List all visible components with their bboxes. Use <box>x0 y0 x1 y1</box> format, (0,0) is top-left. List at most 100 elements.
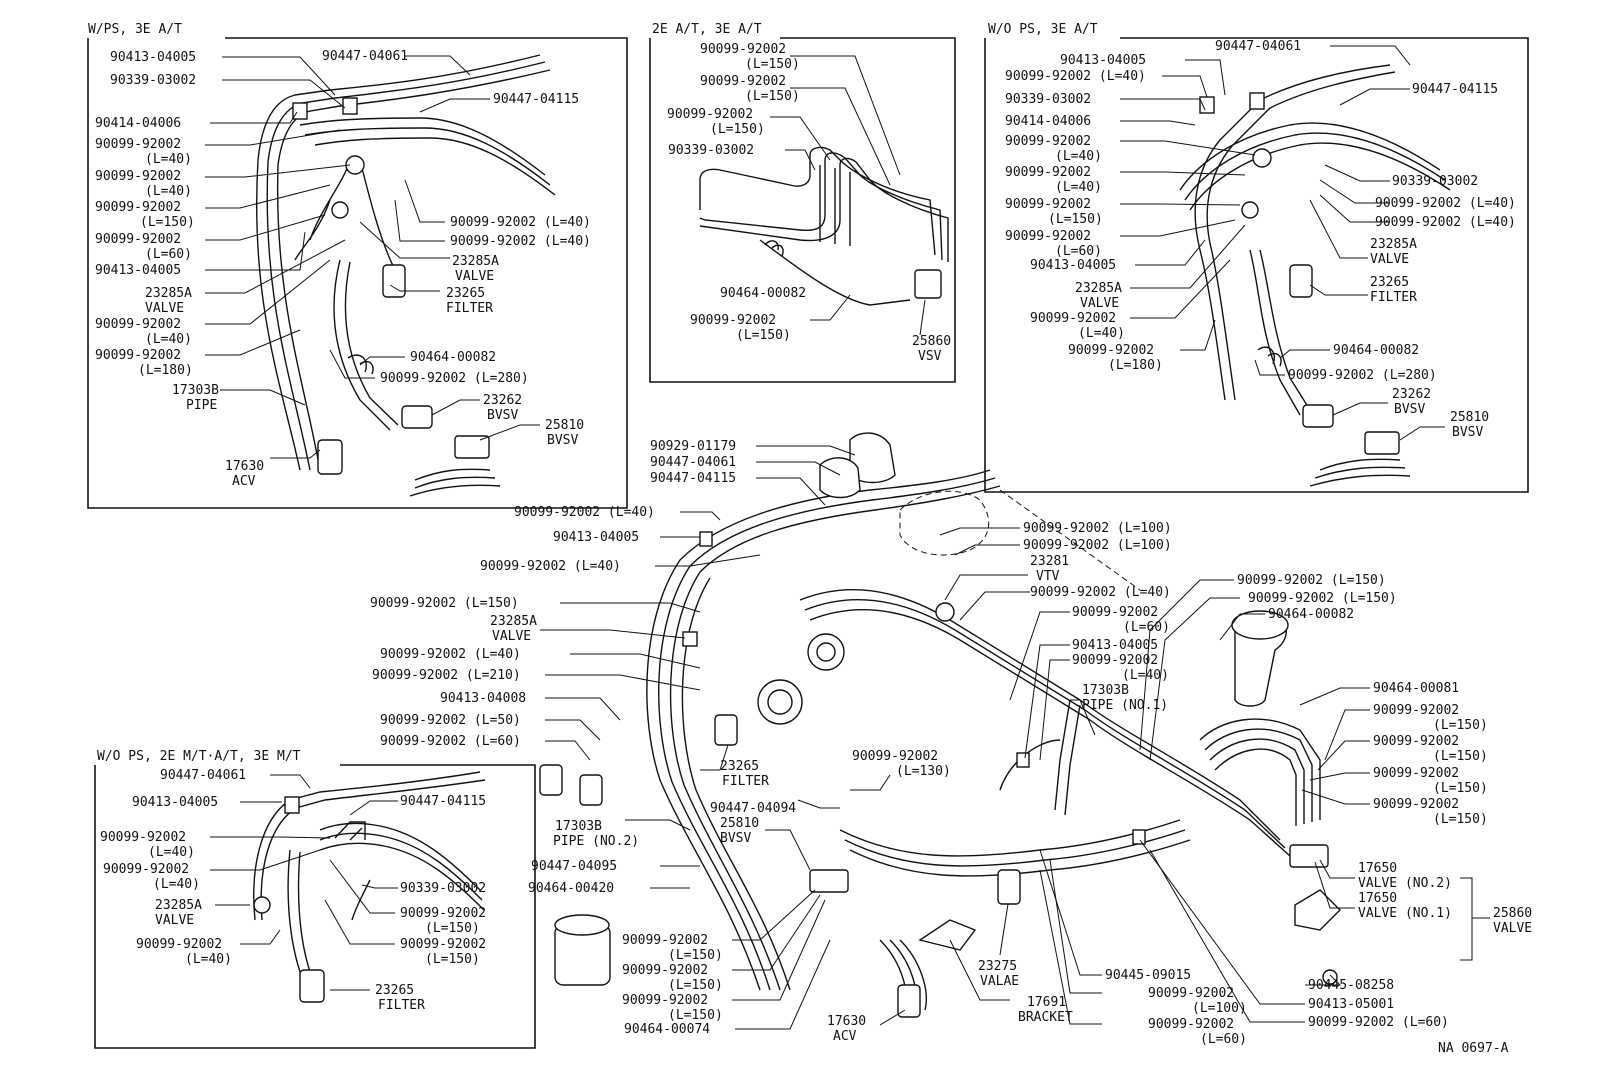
panel-bottom-left-frame <box>94 764 536 1049</box>
part-label: 90447-04115 <box>493 92 579 107</box>
part-label: 90099-92002 <box>400 937 486 952</box>
part-label: 90445-09015 <box>1105 968 1191 983</box>
part-label: (L=150) <box>745 57 800 72</box>
part-label: 23265 <box>1370 275 1409 290</box>
panel-top-left-frame <box>87 37 628 509</box>
part-label: (L=40) <box>185 952 232 967</box>
part-label: 90414-04006 <box>95 116 181 131</box>
part-label: 17303B <box>1082 683 1129 698</box>
part-label: 90099-92002 <box>852 749 938 764</box>
part-label: 90099-92002 (L=40) <box>480 559 621 574</box>
part-label: 17630 <box>225 459 264 474</box>
top-middle-labels: 90099-92002 (L=150) 90099-92002 (L=150) … <box>667 42 951 364</box>
part-label: PIPE (NO.1) <box>1082 698 1168 713</box>
top-right-leaders <box>1120 45 1445 441</box>
part-label: 90099-92002 <box>1072 653 1158 668</box>
bottom-left-leaders <box>210 774 398 991</box>
main-leaders <box>540 445 1490 1030</box>
part-label: 90099-92002 (L=100) <box>1023 521 1172 536</box>
part-label: (L=40) <box>1122 668 1169 683</box>
part-label: 90099-92002 (L=50) <box>380 713 521 728</box>
part-label: (L=150) <box>1048 212 1103 227</box>
part-label: 90447-04095 <box>531 859 617 874</box>
part-label: FILTER <box>378 998 425 1013</box>
figure-code: NA 0697-A <box>1438 1041 1509 1056</box>
part-label: 90099-92002 <box>622 993 708 1008</box>
part-label: FILTER <box>722 774 769 789</box>
panel-top-left-title: W/PS, 3E A/T <box>88 22 182 37</box>
part-label: 23262 <box>483 393 522 408</box>
part-label: BVSV <box>720 831 751 846</box>
part-label: 90099-92002 <box>1005 229 1091 244</box>
part-label: 17303B <box>172 383 219 398</box>
part-label: VALVE (NO.1) <box>1358 906 1452 921</box>
part-label: VALVE <box>492 629 531 644</box>
part-label: (L=60) <box>1200 1032 1247 1047</box>
part-label: (L=40) <box>1078 326 1125 341</box>
part-label: VALVE <box>155 913 194 928</box>
part-label: 23262 <box>1392 387 1431 402</box>
part-label: 90099-92002 (L=150) <box>1237 573 1386 588</box>
part-label: 90099-92002 <box>95 169 181 184</box>
part-label: 90414-04006 <box>1005 114 1091 129</box>
part-label: 90099-92002 <box>1068 343 1154 358</box>
part-label: VALVE <box>1370 252 1409 267</box>
part-label: 23285A <box>1075 281 1122 296</box>
part-label: 90099-92002 (L=40) <box>1375 196 1516 211</box>
top-middle-leaders <box>770 55 926 336</box>
part-label: (L=150) <box>1433 749 1488 764</box>
part-label: FILTER <box>1370 290 1417 305</box>
part-label: 90099-92002 <box>1148 1017 1234 1032</box>
part-label: 90447-04061 <box>650 455 736 470</box>
part-label: 90413-04005 <box>95 263 181 278</box>
part-label: (L=150) <box>736 328 791 343</box>
part-label: VALVE <box>1080 296 1119 311</box>
part-label: 90099-92002 <box>400 906 486 921</box>
part-label: (L=60) <box>1123 620 1170 635</box>
bottom-left-drawing <box>253 771 486 1003</box>
part-label: 90464-00082 <box>1333 343 1419 358</box>
part-label: ACV <box>232 474 256 489</box>
part-label: 90099-92002 <box>95 232 181 247</box>
top-left-drawing <box>255 54 556 497</box>
top-right-drawing <box>1179 64 1451 487</box>
main-labels-right: 90099-92002 (L=150) 90099-92002 (L=150) … <box>1105 573 1532 1047</box>
main-engine-drawing <box>539 432 1341 1018</box>
part-label: 90447-04061 <box>1215 39 1301 54</box>
part-label: 90339-03002 <box>400 881 486 896</box>
part-label: 90099-92002 (L=210) <box>372 668 521 683</box>
part-label: 17630 <box>827 1014 866 1029</box>
part-label: 25860 <box>1493 906 1532 921</box>
part-label: 90099-92002 <box>700 74 786 89</box>
part-label: 90099-92002 (L=40) <box>1005 69 1146 84</box>
part-label: 90099-92002 <box>1072 605 1158 620</box>
part-label: ACV <box>833 1029 857 1044</box>
main-labels-center: 90099-92002 (L=100) 90099-92002 (L=100) … <box>852 521 1172 1025</box>
part-label: VALVE <box>455 269 494 284</box>
part-label: 23285A <box>145 286 192 301</box>
part-label: (L=150) <box>668 948 723 963</box>
part-label: 90099-92002 (L=150) <box>1248 591 1397 606</box>
part-label: 90099-92002 <box>95 200 181 215</box>
part-label: 90099-92002 <box>100 830 186 845</box>
part-label: 90413-05001 <box>1308 997 1394 1012</box>
part-label: 90099-92002 <box>700 42 786 57</box>
part-label: (L=180) <box>1108 358 1163 373</box>
part-label: 90099-92002 <box>1373 734 1459 749</box>
part-label: VSV <box>918 349 942 364</box>
part-label: (L=150) <box>1433 812 1488 827</box>
top-middle-drawing <box>699 146 949 306</box>
top-right-labels: 90413-04005 90447-04061 90099-92002 (L=4… <box>1005 39 1516 440</box>
part-label: 90099-92002 <box>1005 134 1091 149</box>
part-label: 90099-92002 <box>1373 766 1459 781</box>
part-label: 90099-92002 <box>95 317 181 332</box>
part-label: 90099-92002 (L=40) <box>514 505 655 520</box>
part-label: 90339-03002 <box>1005 92 1091 107</box>
part-label: 90099-92002 <box>1148 986 1234 1001</box>
part-label: (L=150) <box>745 89 800 104</box>
part-label: 90464-00082 <box>1268 607 1354 622</box>
main-labels-left: 90929-01179 90447-04061 90447-04115 9009… <box>370 439 866 1044</box>
part-label: 90413-04008 <box>440 691 526 706</box>
part-label: (L=150) <box>710 122 765 137</box>
